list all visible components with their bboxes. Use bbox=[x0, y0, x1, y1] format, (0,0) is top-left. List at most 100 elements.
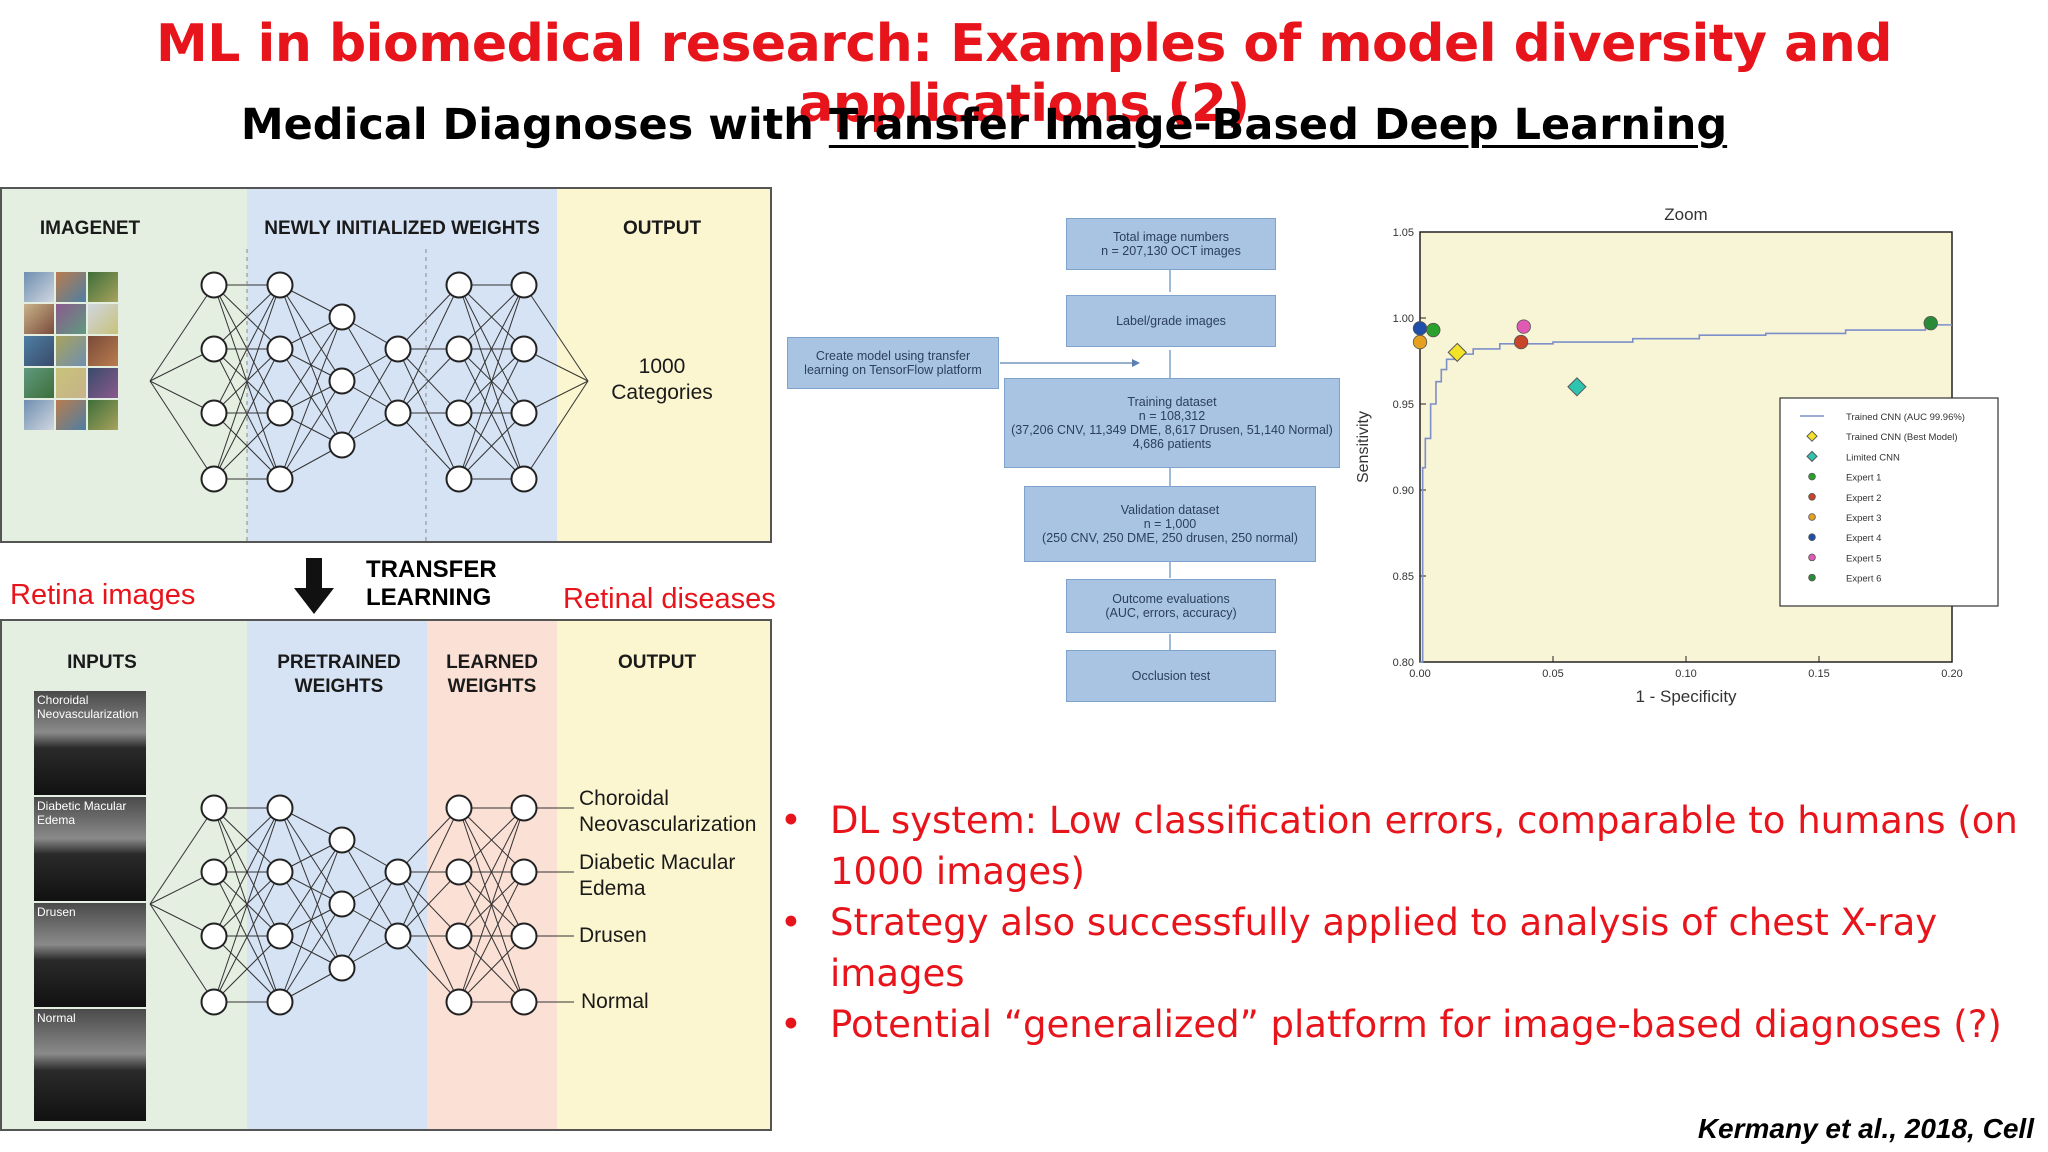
network-edge bbox=[213, 807, 281, 1003]
bullet-item: •DL system: Low classification errors, c… bbox=[780, 795, 2048, 897]
roc-curve bbox=[1420, 324, 1952, 663]
network-node bbox=[200, 858, 228, 886]
network-edge bbox=[523, 284, 589, 382]
network-edge bbox=[279, 316, 343, 480]
network-node bbox=[328, 367, 356, 395]
slide-subtitle: Medical Diagnoses with Transfer Image-Ba… bbox=[0, 100, 1968, 150]
network-node bbox=[384, 399, 412, 427]
network-node bbox=[445, 465, 473, 493]
network-edge bbox=[458, 807, 525, 1003]
network-edge bbox=[397, 412, 460, 480]
x-axis-label: 1 - Specificity bbox=[1635, 687, 1737, 706]
output-choroidal: Choroidal Neovascularization bbox=[579, 787, 757, 836]
network-node bbox=[200, 922, 228, 950]
network-edge bbox=[523, 380, 589, 480]
network-edge bbox=[279, 903, 343, 1003]
oct-image: Choroidal Neovascularization bbox=[34, 691, 146, 795]
slide-title: ML in biomedical research: Examples of m… bbox=[156, 14, 1892, 134]
network-node bbox=[510, 271, 538, 299]
network-edge bbox=[397, 348, 460, 414]
network-bottom bbox=[149, 794, 574, 1016]
legend-swatch bbox=[1808, 573, 1816, 582]
data-point bbox=[1412, 321, 1428, 336]
network-edge bbox=[213, 871, 281, 1003]
network-node bbox=[200, 399, 228, 427]
data-point bbox=[1923, 316, 1938, 331]
y-axis-label: Sensitivity bbox=[1355, 411, 1372, 483]
imagenet-thumbnail bbox=[88, 272, 118, 302]
imagenet-thumbnail bbox=[88, 304, 118, 334]
network-edge bbox=[213, 348, 281, 480]
legend-entry: Expert 1 bbox=[1846, 473, 1881, 484]
oct-image: Normal bbox=[34, 1009, 146, 1121]
network-node bbox=[510, 922, 538, 950]
network-top bbox=[149, 249, 589, 541]
oct-label: Diabetic Macular Edema bbox=[37, 799, 127, 827]
network-node bbox=[328, 954, 356, 982]
network-edge bbox=[341, 871, 399, 969]
network-node bbox=[510, 988, 538, 1016]
network-edge bbox=[397, 807, 460, 873]
network-edge bbox=[458, 412, 525, 480]
transfer-learning-label: TRANSFER LEARNING bbox=[366, 556, 497, 612]
network-edge bbox=[149, 284, 215, 382]
bullet-symbol: • bbox=[780, 1003, 802, 1046]
imagenet-thumbnail bbox=[88, 368, 118, 398]
imagenet-thumbnail bbox=[24, 272, 54, 302]
zone-output bbox=[557, 189, 770, 541]
flowchart-arrows bbox=[1000, 270, 1171, 650]
network-node bbox=[445, 335, 473, 363]
bullet-symbol: • bbox=[780, 901, 802, 944]
imagenet-thumbnail bbox=[56, 368, 86, 398]
data-point bbox=[1516, 319, 1531, 334]
output-drusen: Drusen bbox=[579, 924, 647, 947]
legend-entry: Expert 6 bbox=[1846, 574, 1881, 585]
network-edge bbox=[149, 380, 215, 480]
header-output-bottom: OUTPUT bbox=[617, 652, 697, 673]
network-edge bbox=[458, 935, 525, 1003]
network-node bbox=[445, 399, 473, 427]
network-edge bbox=[279, 380, 343, 480]
x-tick-label: 0.05 bbox=[1542, 668, 1563, 680]
network-node bbox=[510, 858, 538, 886]
network-edge bbox=[397, 284, 460, 350]
network-edge bbox=[397, 807, 460, 937]
legend-swatch bbox=[1806, 430, 1818, 442]
zone-new-weights bbox=[247, 189, 557, 541]
subtitle-prefix: Medical Diagnoses with bbox=[240, 100, 829, 150]
zone-output-bottom bbox=[557, 621, 770, 1129]
network-node bbox=[200, 271, 228, 299]
subtitle-underlined: Transfer Image-Based Deep Learning bbox=[828, 100, 1728, 150]
network-node bbox=[384, 922, 412, 950]
data-point bbox=[1513, 334, 1529, 350]
imagenet-panel: IMAGENET NEWLY INITIALIZED WEIGHTS OUTPU… bbox=[0, 187, 772, 543]
legend-swatch bbox=[1808, 513, 1816, 521]
retinal-diseases-label: Retinal diseases bbox=[563, 583, 776, 615]
network-node bbox=[445, 858, 473, 886]
x-tick-label: 0.00 bbox=[1409, 668, 1430, 680]
imagenet-thumbnail bbox=[88, 400, 118, 430]
legend-box bbox=[1779, 397, 1999, 607]
network-edge bbox=[397, 348, 460, 480]
x-tick-label: 0.20 bbox=[1941, 668, 1962, 680]
y-tick-label: 1.00 bbox=[1393, 313, 1414, 325]
network-node bbox=[510, 399, 538, 427]
y-tick-label: 0.95 bbox=[1393, 399, 1414, 411]
network-node bbox=[328, 431, 356, 459]
header-imagenet: IMAGENET bbox=[39, 218, 141, 239]
flow-label-grade: Label/grade images bbox=[1066, 295, 1276, 347]
legend-entry: Trained CNN (AUC 99.96%) bbox=[1846, 412, 1965, 423]
network-node bbox=[266, 399, 294, 427]
network-node bbox=[266, 465, 294, 493]
legend-entry: Expert 2 bbox=[1846, 493, 1881, 504]
network-node bbox=[328, 303, 356, 331]
bullet-symbol: • bbox=[780, 799, 802, 842]
network-edge bbox=[397, 935, 460, 1003]
network-edge bbox=[458, 807, 525, 873]
imagenet-thumbnail bbox=[24, 368, 54, 398]
network-node bbox=[445, 988, 473, 1016]
network-node bbox=[510, 794, 538, 822]
output-categories: Categories bbox=[611, 381, 713, 404]
network-edge bbox=[397, 284, 460, 414]
data-point bbox=[1426, 322, 1441, 338]
